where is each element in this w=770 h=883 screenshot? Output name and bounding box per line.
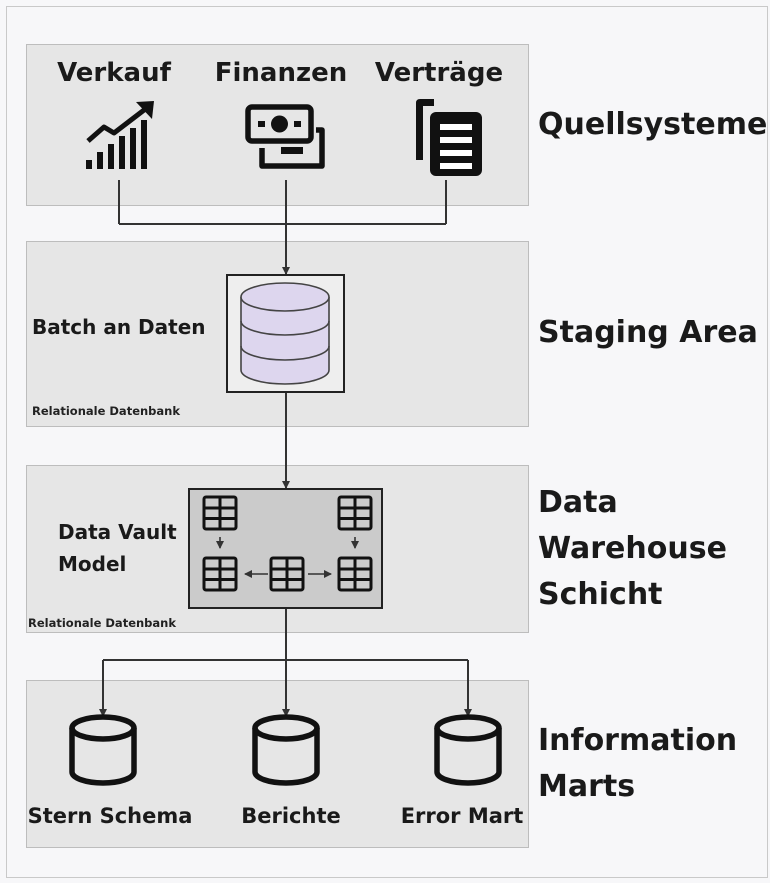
data-vault-model-box	[188, 488, 383, 609]
database-icon	[226, 274, 345, 393]
layer-label-marts-1: Information	[538, 723, 738, 758]
dwh-to-marts-connector	[99, 608, 472, 717]
dwh-title-line-2: Model	[58, 552, 127, 576]
mart-database-icon	[255, 717, 317, 783]
layer-label-staging: Staging Area	[538, 315, 758, 350]
layer-label-sources: Quellsysteme	[538, 107, 768, 142]
staging-db-type: Relationale Datenbank	[32, 404, 181, 418]
source-label-sales: Verkauf	[57, 58, 171, 88]
marts-panel	[26, 680, 529, 848]
layer-label-marts-2: Marts	[538, 769, 636, 804]
layer-label-dwh-2: Warehouse	[538, 531, 727, 566]
mart-database-icon	[72, 717, 134, 783]
documents-icon	[416, 99, 482, 176]
staging-title: Batch an Daten	[32, 315, 206, 339]
growth-chart-icon	[86, 101, 154, 169]
dwh-db-type: Relationale Datenbank	[28, 616, 177, 630]
mart-database-icon	[437, 717, 499, 783]
layer-label-dwh-1: Data	[538, 485, 618, 520]
mart-label-reports: Berichte	[241, 804, 341, 828]
money-icon	[245, 104, 325, 169]
layer-label-dwh-3: Schicht	[538, 577, 663, 612]
source-merge-connector	[118, 180, 447, 275]
dwh-title-line-1: Data Vault	[58, 520, 177, 544]
source-label-finance: Finanzen	[214, 58, 348, 88]
source-label-contracts: Verträge	[374, 58, 504, 88]
mart-label-star-schema: Stern Schema	[27, 804, 193, 828]
mart-label-error-mart: Error Mart	[400, 804, 524, 828]
